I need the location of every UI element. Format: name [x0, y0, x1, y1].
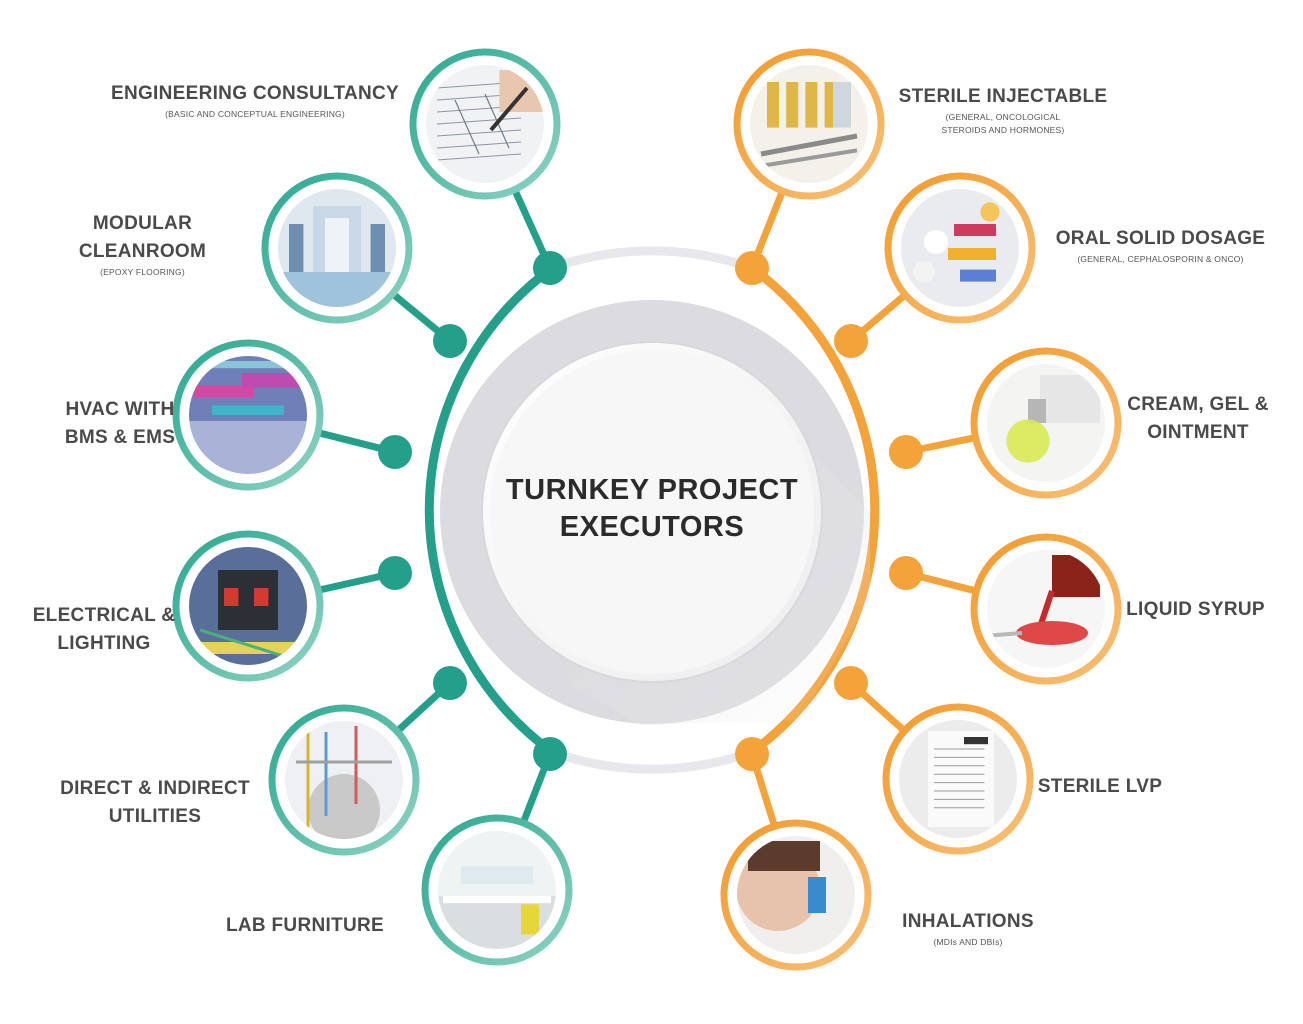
product-subtitle: (MDIs AND DBIs) — [933, 937, 1003, 947]
service-subtitle: (BASIC AND CONCEPTUAL ENGINEERING) — [165, 109, 345, 119]
service-subtitle: (EPOXY FLOORING) — [100, 267, 185, 277]
center-hub — [440, 300, 870, 725]
vials-syringes-photo — [733, 48, 885, 200]
product-title: STERILE INJECTABLE — [898, 86, 1108, 107]
product-node-dot — [735, 737, 769, 771]
service-node-dot — [378, 556, 412, 590]
service-title: LAB FURNITURE — [226, 915, 384, 936]
service-title: DIRECT & INDIRECT UTILITIES — [60, 778, 250, 827]
product-label-liquid-syrup: LIQUID SYRUP — [1118, 596, 1273, 624]
product-title: LIQUID SYRUP — [1126, 599, 1265, 620]
product-label-inhalations: INHALATIONS (MDIs AND DBIs) — [893, 908, 1043, 949]
bottom-arc — [550, 747, 754, 774]
service-title: MODULAR CLEANROOM — [78, 213, 207, 262]
product-node-dot — [834, 324, 868, 358]
hvac-ducting-photo — [172, 339, 324, 491]
product-subtitle: (GENERAL, CEPHALOSPORIN & ONCO) — [1077, 254, 1244, 264]
service-label-lab-furniture: LAB FURNITURE — [215, 912, 395, 940]
product-node-dot — [735, 251, 769, 285]
center-title: TURNKEY PROJECT EXECUTORS — [505, 474, 799, 543]
service-node-dot — [378, 435, 412, 469]
top-arc — [550, 246, 754, 273]
product-title: CREAM, GEL & OINTMENT — [1127, 394, 1269, 443]
cleanroom-corridor-photo — [261, 172, 413, 324]
ointment-tube-photo — [970, 347, 1122, 499]
engineering-drawing-photo — [409, 48, 561, 200]
product-title: ORAL SOLID DOSAGE — [1055, 228, 1266, 249]
service-title: ENGINEERING CONSULTANCY — [110, 83, 400, 104]
teal-arc — [424, 264, 555, 756]
syrup-spoon-photo — [970, 533, 1122, 685]
service-label-engineering: ENGINEERING CONSULTANCY (BASIC AND CONCE… — [100, 80, 410, 121]
product-label-sterile-lvp: STERILE LVP — [1035, 773, 1165, 801]
product-node-dot — [889, 435, 923, 469]
lab-furniture-photo — [421, 814, 573, 966]
service-node-dot — [433, 666, 467, 700]
service-title: HVAC WITH BMS & EMS — [64, 399, 176, 448]
inhaler-photo — [720, 819, 872, 971]
product-node-dot — [834, 666, 868, 700]
product-label-cream-gel: CREAM, GEL & OINTMENT — [1118, 391, 1278, 447]
iv-bag-photo — [882, 703, 1034, 855]
service-node-dot — [533, 251, 567, 285]
product-title: STERILE LVP — [1037, 776, 1163, 797]
product-label-sterile-injectable: STERILE INJECTABLE (GENERAL, ONCOLOGICAL… — [888, 83, 1118, 137]
service-label-hvac: HVAC WITH BMS & EMS — [45, 396, 195, 452]
service-label-utilities: DIRECT & INDIRECT UTILITIES — [50, 775, 260, 831]
service-label-cleanroom: MODULAR CLEANROOM (EPOXY FLOORING) — [60, 210, 225, 279]
utilities-piping-photo — [268, 704, 420, 856]
service-label-electrical: ELECTRICAL & LIGHTING — [25, 602, 183, 658]
service-node-dot — [433, 324, 467, 358]
electrical-panel-photo — [172, 530, 324, 682]
pills-capsules-photo — [884, 172, 1036, 324]
product-title: INHALATIONS — [902, 911, 1034, 932]
service-title: ELECTRICAL & LIGHTING — [32, 605, 176, 654]
product-label-oral-solid: ORAL SOLID DOSAGE (GENERAL, CEPHALOSPORI… — [1048, 225, 1273, 266]
service-node-dot — [533, 737, 567, 771]
product-node-dot — [889, 556, 923, 590]
product-subtitle: (GENERAL, ONCOLOGICAL STEROIDS AND HORMO… — [941, 112, 1065, 135]
